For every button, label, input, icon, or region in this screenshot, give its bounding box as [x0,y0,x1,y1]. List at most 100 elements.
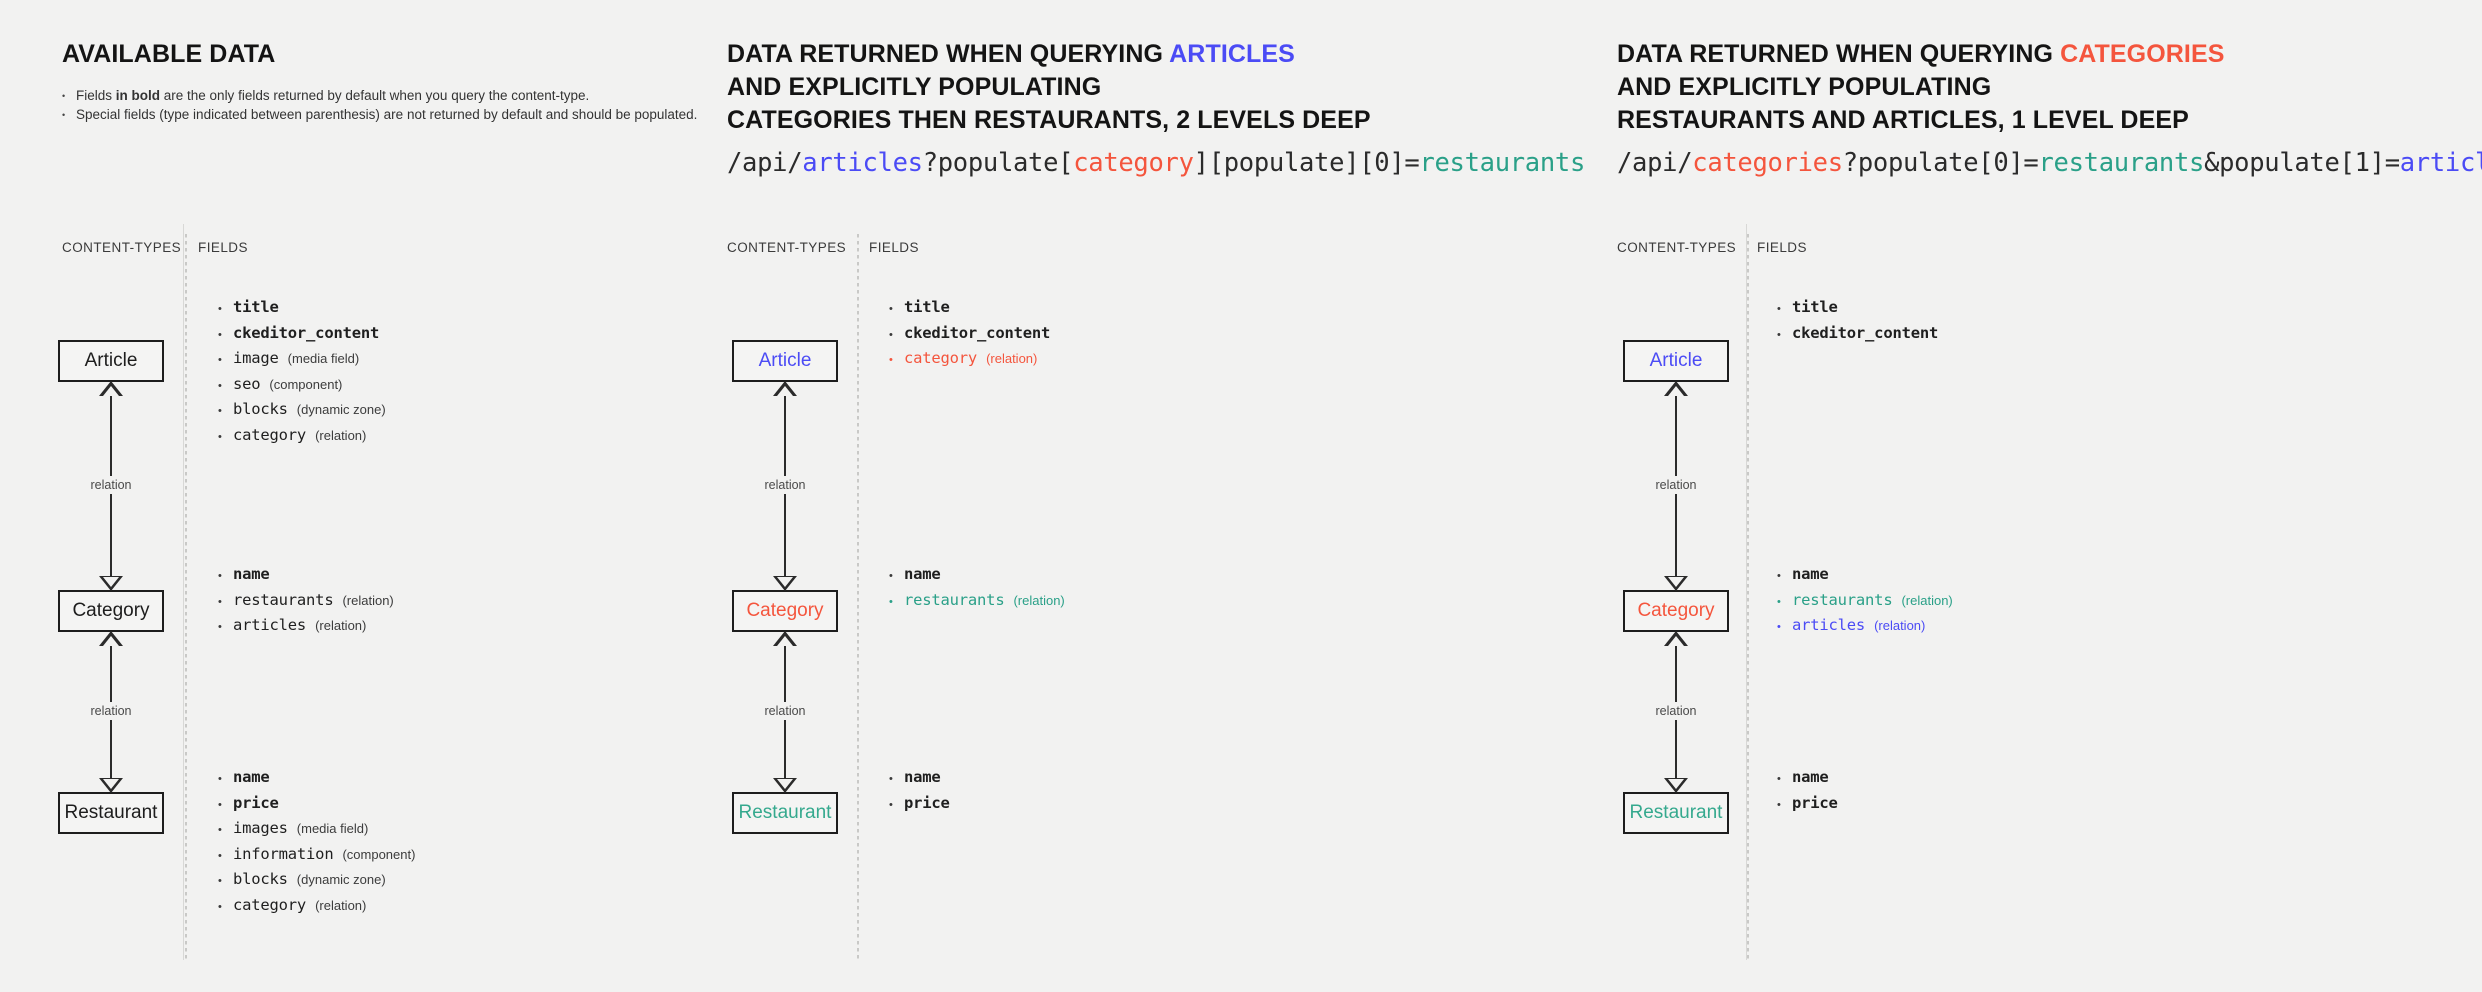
api-segment: /api/ [1617,148,1693,178]
field-name: information [233,844,334,863]
api-endpoint[interactable]: /api/articles?populate[category][populat… [727,148,1585,178]
field-name: blocks [233,400,288,418]
field-type: (component) [342,846,416,862]
field-type: (relation) [986,351,1038,366]
field-type: (relation) [315,618,367,633]
content-types-label: CONTENT-TYPES [727,240,847,255]
field-type: (media field) [296,821,369,836]
field-type: (dynamic zone) [296,872,386,887]
entity-box-article[interactable]: Article [1623,340,1729,382]
field-name: title [233,298,279,316]
relation-connector: relation [1650,381,1702,591]
arrowhead-up-icon [1664,631,1688,646]
field-name: price [1792,793,1838,812]
content-types-label: CONTENT-TYPES [62,240,182,255]
entity-box-category[interactable]: Category [58,590,164,632]
arrowhead-up-icon [773,381,797,396]
field-type: (relation) [1013,592,1065,608]
api-segment: ][populate][0]= [1193,148,1420,178]
arrowhead-up-icon [99,381,123,396]
relation-connector: relation [1650,631,1702,793]
entity-box-category[interactable]: Category [1623,590,1729,632]
heading-segment: AND EXPLICITLY POPULATING [1617,73,1992,101]
heading-line: RESTAURANTS AND ARTICLES, 1 LEVEL DEEP [1617,104,2225,137]
bullet-icon: • [1777,303,1781,315]
bullet-icon: • [218,798,222,811]
field-list-restaurant: •name•price•images(media field)•informat… [218,768,415,921]
legend-note: Special fields (type indicated between p… [76,105,697,124]
field-name: articles [1792,616,1866,634]
field-row: • blocks (dynamic zone) [218,870,415,896]
bullet-icon: • [218,875,222,887]
relation-connector: relation [759,381,811,591]
heading-line: CATEGORIES THEN RESTAURANTS, 2 LEVELS DE… [727,104,1371,137]
bullet-icon: • [1777,773,1781,785]
bullet-icon: • [218,354,222,366]
field-list-category: •name•restaurants(relation) [889,565,1065,616]
bullet-icon: • [1777,328,1781,341]
field-row: •seo(component) [218,375,386,401]
field-name: name [904,565,941,583]
field-name: name [1792,768,1829,786]
entity-box-restaurant[interactable]: Restaurant [732,792,838,834]
field-row: •restaurants(relation) [889,591,1065,617]
field-type: (relation) [1901,592,1953,608]
column-heading: AVAILABLE DATA [62,40,276,68]
field-name: image [233,349,279,367]
bullet-icon: • [218,303,222,315]
entity-box-article[interactable]: Article [732,340,838,382]
heading-segment: DATA RETURNED WHEN QUERYING [727,40,1170,68]
field-row: •restaurants(relation) [218,591,394,617]
field-row: •ckeditor_content [218,324,386,350]
field-row: •name [889,768,950,794]
entity-box-restaurant[interactable]: Restaurant [1623,792,1729,834]
field-name: price [233,793,279,812]
entity-box-article[interactable]: Article [58,340,164,382]
field-list-article: •title•ckeditor_content•image(media fiel… [218,298,386,451]
relation-connector: relation [759,631,811,793]
entity-box-category[interactable]: Category [732,590,838,632]
field-row: • name [218,768,415,794]
column-query-articles: DATA RETURNED WHEN QUERYING ARTICLES AND … [183,0,1587,992]
bullet-icon: • [889,798,893,811]
field-name: restaurants [904,590,1005,609]
relation-label: relation [759,476,811,494]
bullet-icon: • [1777,621,1781,633]
relation-label: relation [759,702,811,720]
field-name: name [233,768,270,786]
api-segment: /api/ [727,148,803,178]
entity-box-restaurant[interactable]: Restaurant [58,792,164,834]
heading-segment: AND EXPLICITLY POPULATING [727,73,1102,101]
bullet-icon: • [218,405,222,417]
column-divider [183,224,184,960]
field-name: title [904,298,950,316]
field-name: blocks [233,870,288,888]
dotted-divider [185,234,187,960]
relation-connector: relation [85,381,137,591]
bullet-icon: • [889,354,893,366]
bullet-icon: • [218,621,222,633]
heading-line: AND EXPLICITLY POPULATING [727,71,1371,104]
field-type: (relation) [315,897,367,913]
bullet-icon: • [218,595,222,608]
column-divider [1746,224,1747,960]
relation-label: relation [1650,702,1702,720]
fields-label: FIELDS [1757,240,1807,255]
field-row: •price [889,794,950,820]
bullet-icon: • [218,773,222,785]
relation-connector: relation [85,631,137,793]
api-endpoint[interactable]: /api/categories?populate[0]=restaurants&… [1617,148,2482,178]
field-row: •category(relation) [889,349,1050,375]
bullet-icon: • [889,570,893,582]
field-row: •category(relation) [218,426,386,452]
api-segment: ?populate[ [922,148,1074,178]
field-row: •title [1777,298,1938,324]
api-segment: ?populate[0]= [1842,148,2039,178]
api-segment: &populate[1]= [2204,148,2400,178]
field-name: category [233,895,307,914]
heading-segment: ARTICLES [1169,40,1295,68]
field-name: category [233,425,307,444]
field-name: restaurants [1792,590,1893,609]
legend-note: Fields in bold are the only fields retur… [76,86,697,105]
